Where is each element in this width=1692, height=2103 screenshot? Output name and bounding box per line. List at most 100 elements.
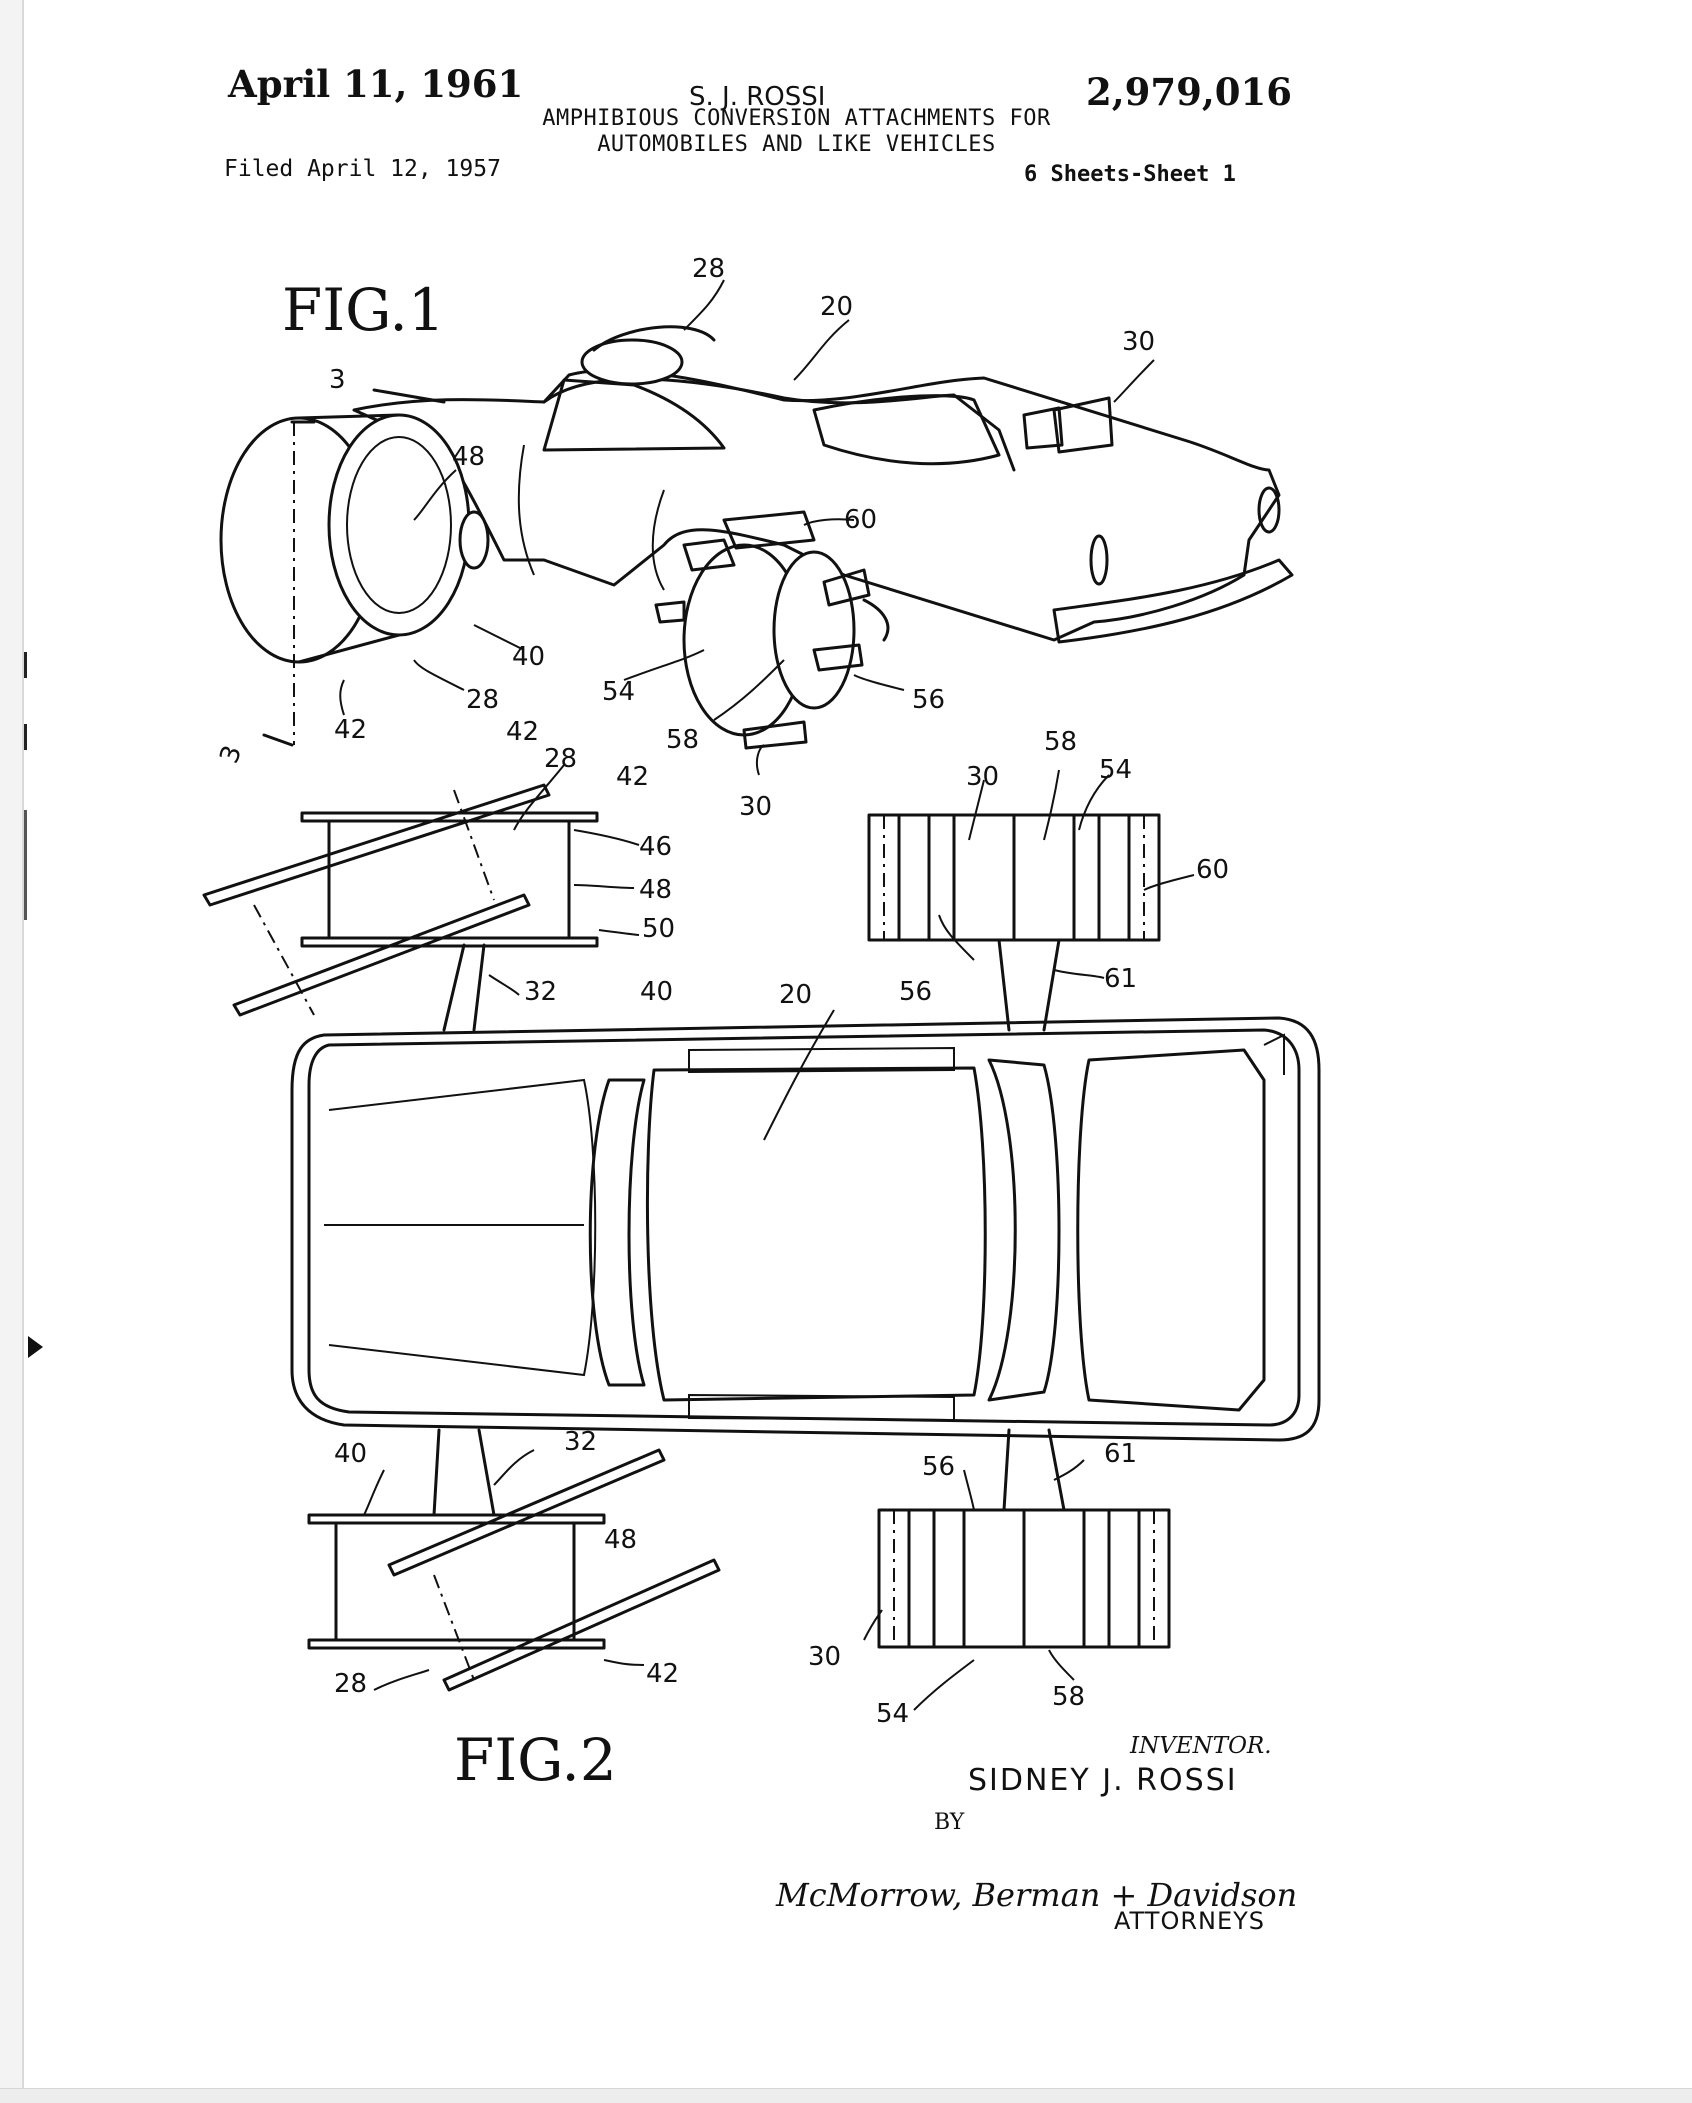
float-drum-rear [592, 325, 716, 352]
ref-58: 58 [666, 725, 699, 755]
header-inventor: S. J. ROSSI [689, 82, 826, 112]
leader-line [603, 1659, 645, 1666]
leader-line [1078, 774, 1110, 831]
ref-50: 50 [642, 914, 675, 944]
axle-stub [862, 598, 890, 642]
patent-title-line1: AMPHIBIOUS CONVERSION ATTACHMENTS FOR [542, 106, 1051, 131]
leader-line [363, 1469, 385, 1516]
ref-30: 30 [966, 762, 999, 792]
tail-light [1257, 486, 1281, 534]
roof-top [645, 1066, 987, 1402]
car-roof [542, 377, 1016, 472]
ref-42: 42 [506, 717, 539, 747]
viewer-side-panel [0, 0, 22, 2102]
ref-28: 28 [544, 744, 577, 774]
car-top-inner [307, 1028, 1301, 1427]
section-mark: 3 [329, 365, 346, 395]
leader-line [573, 884, 635, 889]
hood-outline [328, 1078, 597, 1377]
ref-56: 56 [922, 1452, 955, 1482]
paddle-rear [1052, 396, 1114, 454]
leader-line [913, 1659, 975, 1711]
float-disk-section [442, 1558, 721, 1692]
trunk-top [1076, 1048, 1266, 1412]
ref-30: 30 [739, 792, 772, 822]
door-rear [651, 489, 665, 591]
paddle-blade [822, 568, 871, 607]
section-arrow-3 [262, 733, 294, 747]
drum-edge [297, 633, 401, 664]
float-disk-section [202, 783, 551, 907]
leader-line [968, 779, 985, 841]
leader-line [1053, 969, 1105, 979]
float-flange [300, 811, 599, 823]
viewer-divider [22, 0, 24, 2102]
leader-line [623, 649, 705, 681]
paddle-blade [682, 538, 736, 572]
paddle-blade [654, 600, 686, 624]
rear-corner [1263, 1033, 1285, 1075]
support-arm [472, 943, 486, 1032]
viewer-bottom-bar [0, 2088, 1692, 2103]
patent-date: April 11, 1961 [228, 62, 524, 106]
paddle-blade [722, 510, 816, 550]
paddle-rear [1022, 406, 1064, 450]
expand-arrow-icon[interactable] [28, 1336, 43, 1358]
centerline [433, 1574, 475, 1681]
windshield [542, 378, 726, 452]
sheet-count: 6 Sheets-Sheet 1 [1024, 162, 1236, 187]
paddle-wheel-blades [897, 813, 1131, 942]
leader-line [573, 829, 640, 846]
ref-48: 48 [452, 442, 485, 472]
drum-edge [297, 413, 401, 420]
rear-window-top [987, 1058, 1061, 1402]
section-arrow-3 [372, 388, 446, 404]
centerline [453, 789, 495, 901]
ref-30: 30 [1122, 327, 1155, 357]
ref-58: 58 [1044, 727, 1077, 757]
leader-line [1048, 1649, 1075, 1681]
windshield-top [588, 1078, 646, 1387]
patent-drawing: FIG.1 3 3 28 20 30 48 60 40 28 54 56 42 … [202, 254, 1321, 1914]
inventor-signature: SIDNEY J. ROSSI [968, 1763, 1238, 1798]
leader-line [493, 1449, 535, 1486]
ref-40: 40 [640, 977, 673, 1007]
ref-28: 28 [466, 685, 499, 715]
leader-line [803, 518, 855, 526]
ref-48: 48 [639, 875, 672, 905]
leader-line [1043, 769, 1060, 841]
leader-line [488, 974, 520, 996]
ref-61: 61 [1104, 1439, 1137, 1469]
ref-46: 46 [639, 832, 672, 862]
paddle-wheel-centerline [883, 815, 1145, 940]
ref-40: 40 [334, 1439, 367, 1469]
filed-date: Filed April 12, 1957 [224, 156, 501, 182]
tail-light [1089, 534, 1109, 586]
leader-line [473, 624, 525, 651]
centerline [253, 904, 315, 1016]
fig1-perspective-car: FIG.1 3 3 28 20 30 48 60 40 28 54 56 42 … [214, 254, 1294, 822]
leader-line [755, 744, 765, 776]
leader-line [793, 319, 850, 381]
leader-line [963, 1469, 975, 1511]
ref-28: 28 [334, 1669, 367, 1699]
support-arm [442, 943, 466, 1032]
ref-30: 30 [808, 1642, 841, 1672]
ref-42: 42 [334, 715, 367, 745]
ref-54: 54 [876, 1699, 909, 1729]
leader-line [373, 1669, 430, 1691]
leader-line [763, 1009, 835, 1141]
attorneys-label: ATTORNEYS [1114, 1907, 1266, 1935]
patent-number: 2,979,016 [1086, 70, 1292, 114]
leader-line [413, 469, 457, 521]
axle-hub [458, 510, 490, 570]
fig1-label: FIG.1 [282, 276, 445, 344]
leader-line [1053, 1459, 1085, 1481]
float-flange [307, 1638, 606, 1650]
float-disk-rear [580, 338, 684, 386]
ref-28: 28 [692, 254, 725, 284]
ref-56: 56 [912, 685, 945, 715]
support-arm [432, 1428, 496, 1517]
float-disk-section [387, 1448, 666, 1577]
leader-line [513, 764, 565, 831]
